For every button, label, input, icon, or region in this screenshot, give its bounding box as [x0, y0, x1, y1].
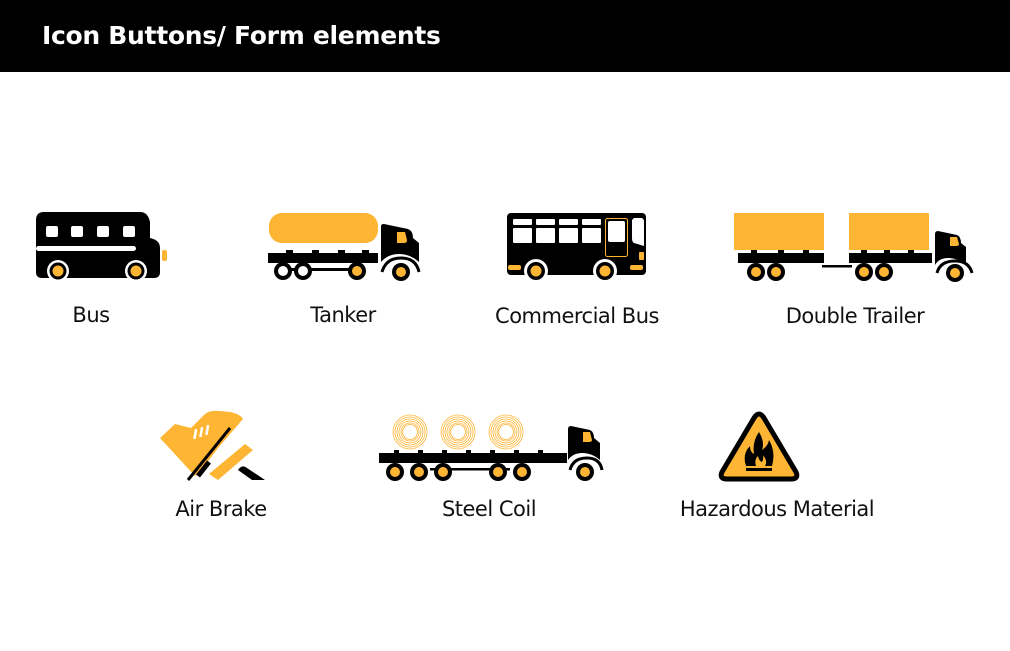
air-brake-pedal-icon: [160, 410, 265, 481]
tanker-truck-icon: [268, 213, 421, 281]
double-trailer-truck-icon: [734, 213, 974, 282]
flammable-hazard-icon: [718, 411, 800, 482]
air-brake-label: Air Brake: [175, 497, 267, 521]
steel-coil-label: Steel Coil: [441, 497, 537, 521]
header-bar: Icon Buttons/ Form elements: [0, 0, 1010, 72]
hazardous-material-label: Hazardous Material: [679, 497, 875, 521]
tanker-label: Tanker: [310, 303, 376, 327]
bus-label: Bus: [72, 303, 110, 327]
school-bus-icon: [36, 212, 167, 282]
steel-coil-truck-icon: [379, 414, 604, 481]
commercial-bus-icon: [507, 213, 646, 283]
page-title: Icon Buttons/ Form elements: [42, 21, 441, 50]
commercial-bus-label: Commercial Bus: [495, 304, 659, 328]
double-trailer-label: Double Trailer: [785, 304, 925, 328]
